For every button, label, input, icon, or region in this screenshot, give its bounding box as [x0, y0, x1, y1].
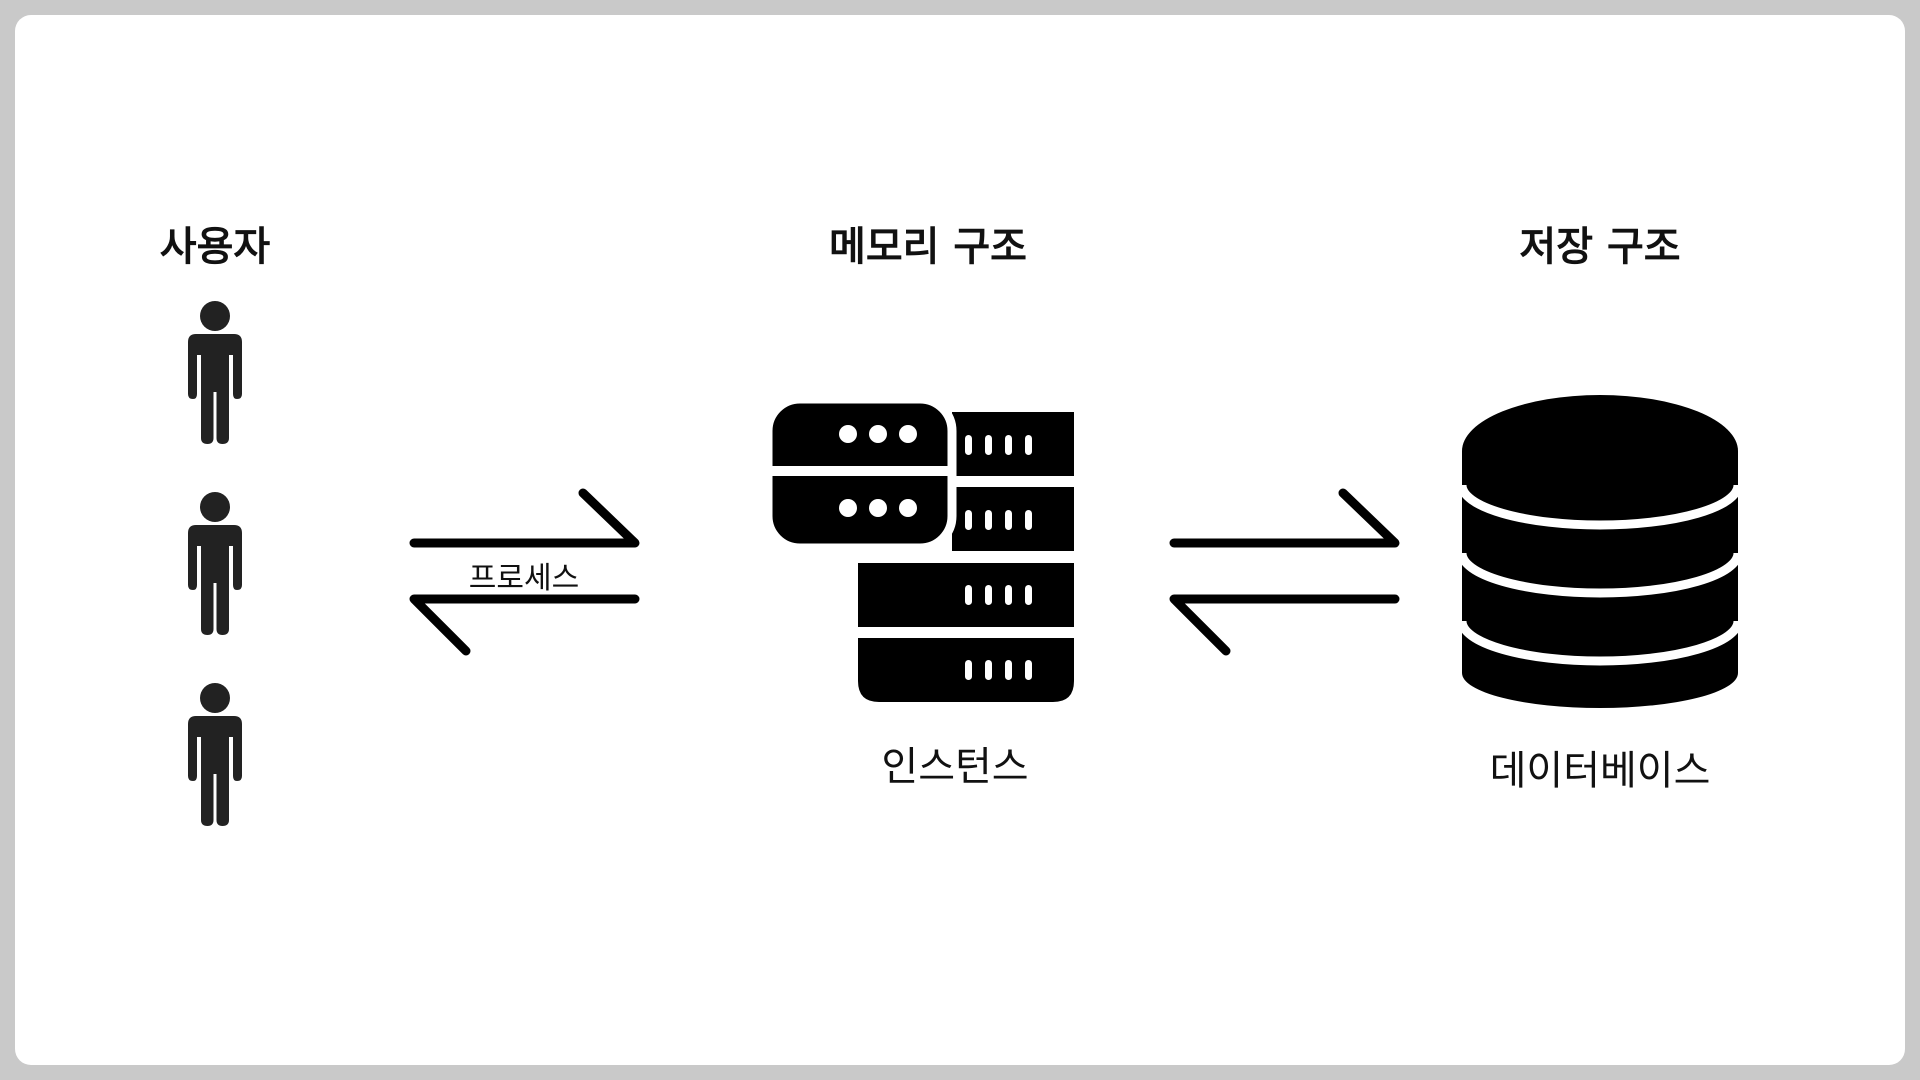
memory-title: 메모리 구조 — [829, 224, 1027, 270]
database-icon — [1457, 395, 1743, 708]
person-icon — [188, 301, 242, 444]
database-label: 데이터베이스 — [1489, 748, 1711, 794]
exchange-arrows-icon — [409, 488, 640, 656]
person-icon — [188, 683, 242, 826]
storage-title: 저장 구조 — [1519, 224, 1681, 270]
exchange-arrows-icon — [1169, 488, 1400, 656]
person-icon — [188, 492, 242, 635]
server-stack-icon — [763, 394, 1074, 702]
users-title: 사용자 — [159, 224, 271, 270]
process-label: 프로세스 — [468, 561, 580, 596]
instance-label: 인스턴스 — [881, 744, 1029, 790]
